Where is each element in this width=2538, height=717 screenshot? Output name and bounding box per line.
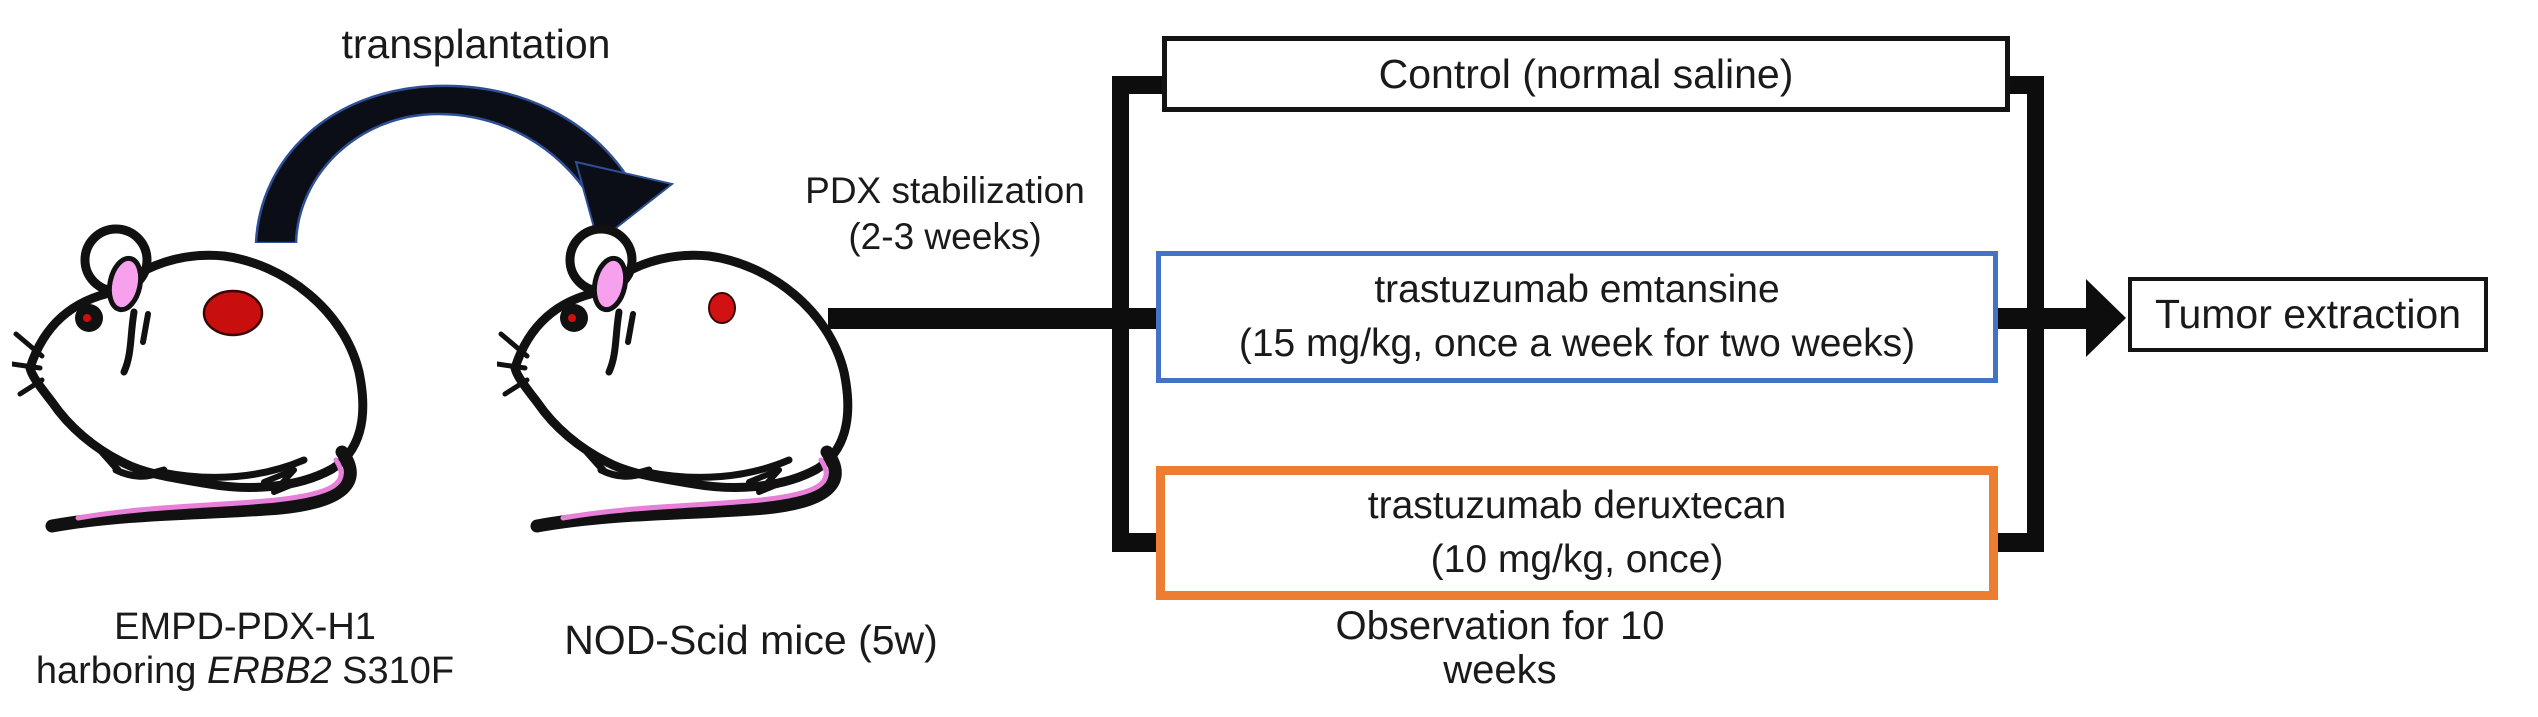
pdx-stabilization-line1: PDX stabilization xyxy=(805,170,1085,211)
recipient-mouse-label: NOD-Scid mice (5w) xyxy=(564,617,938,663)
bracket-right-top-stub xyxy=(2006,76,2044,94)
bracket-left-bottom-stub xyxy=(1112,533,1162,552)
arm-tdxd-line2: (10 mg/kg, once) xyxy=(1430,538,1724,581)
transplantation-arrow-icon xyxy=(254,84,675,243)
bracket-left-top-stub xyxy=(1112,76,1166,94)
arm-box-trastuzumab-emtansine: trastuzumab emtansine (15 mg/kg, once a … xyxy=(1156,251,1998,383)
observation-label: Observation for 10 weeks xyxy=(1335,604,1665,692)
gene-name-italic: ERBB2 xyxy=(206,649,332,692)
bracket-right-bottom-stub xyxy=(1993,533,2044,552)
right-arrowhead-icon xyxy=(2086,279,2126,357)
arm-tdm1-line2: (15 mg/kg, once a week for two weeks) xyxy=(1238,322,1916,365)
tumor-extraction-box: Tumor extraction xyxy=(2128,277,2488,352)
donor-tumor-dot xyxy=(202,289,264,337)
donor-mouse-illustration xyxy=(12,220,384,538)
recipient-mouse-illustration xyxy=(497,220,869,538)
recipient-tumor-dot xyxy=(708,292,736,324)
tumor-extraction-label: Tumor extraction xyxy=(2154,291,2462,337)
donor-mouse-label-line2: harboring ERBB2 S310F xyxy=(35,649,455,692)
donor-mouse-label: EMPD-PDX-H1 harboring ERBB2 S310F xyxy=(35,606,455,693)
arm-tdxd-line1: trastuzumab deruxtecan xyxy=(1367,484,1787,528)
arm-tdm1-line1: trastuzumab emtansine xyxy=(1374,268,1780,312)
arm-box-trastuzumab-deruxtecan: trastuzumab deruxtecan (10 mg/kg, once) xyxy=(1156,466,1998,600)
donor-mouse-label-line1: EMPD-PDX-H1 xyxy=(114,606,376,648)
flow-line-main xyxy=(828,308,1160,329)
pdx-stabilization-line2: (2-3 weeks) xyxy=(848,216,1042,258)
arm-box-control: Control (normal saline) xyxy=(1162,36,2010,112)
flow-line-to-outcome xyxy=(1996,308,2086,329)
pdx-stabilization-label: PDX stabilization (2-3 weeks) xyxy=(780,168,1110,261)
bracket-left-vertical xyxy=(1112,76,1129,552)
transplantation-label: transplantation xyxy=(341,21,611,67)
arc-arrowhead xyxy=(574,160,675,243)
arm-control-label: Control (normal saline) xyxy=(1378,50,1794,97)
